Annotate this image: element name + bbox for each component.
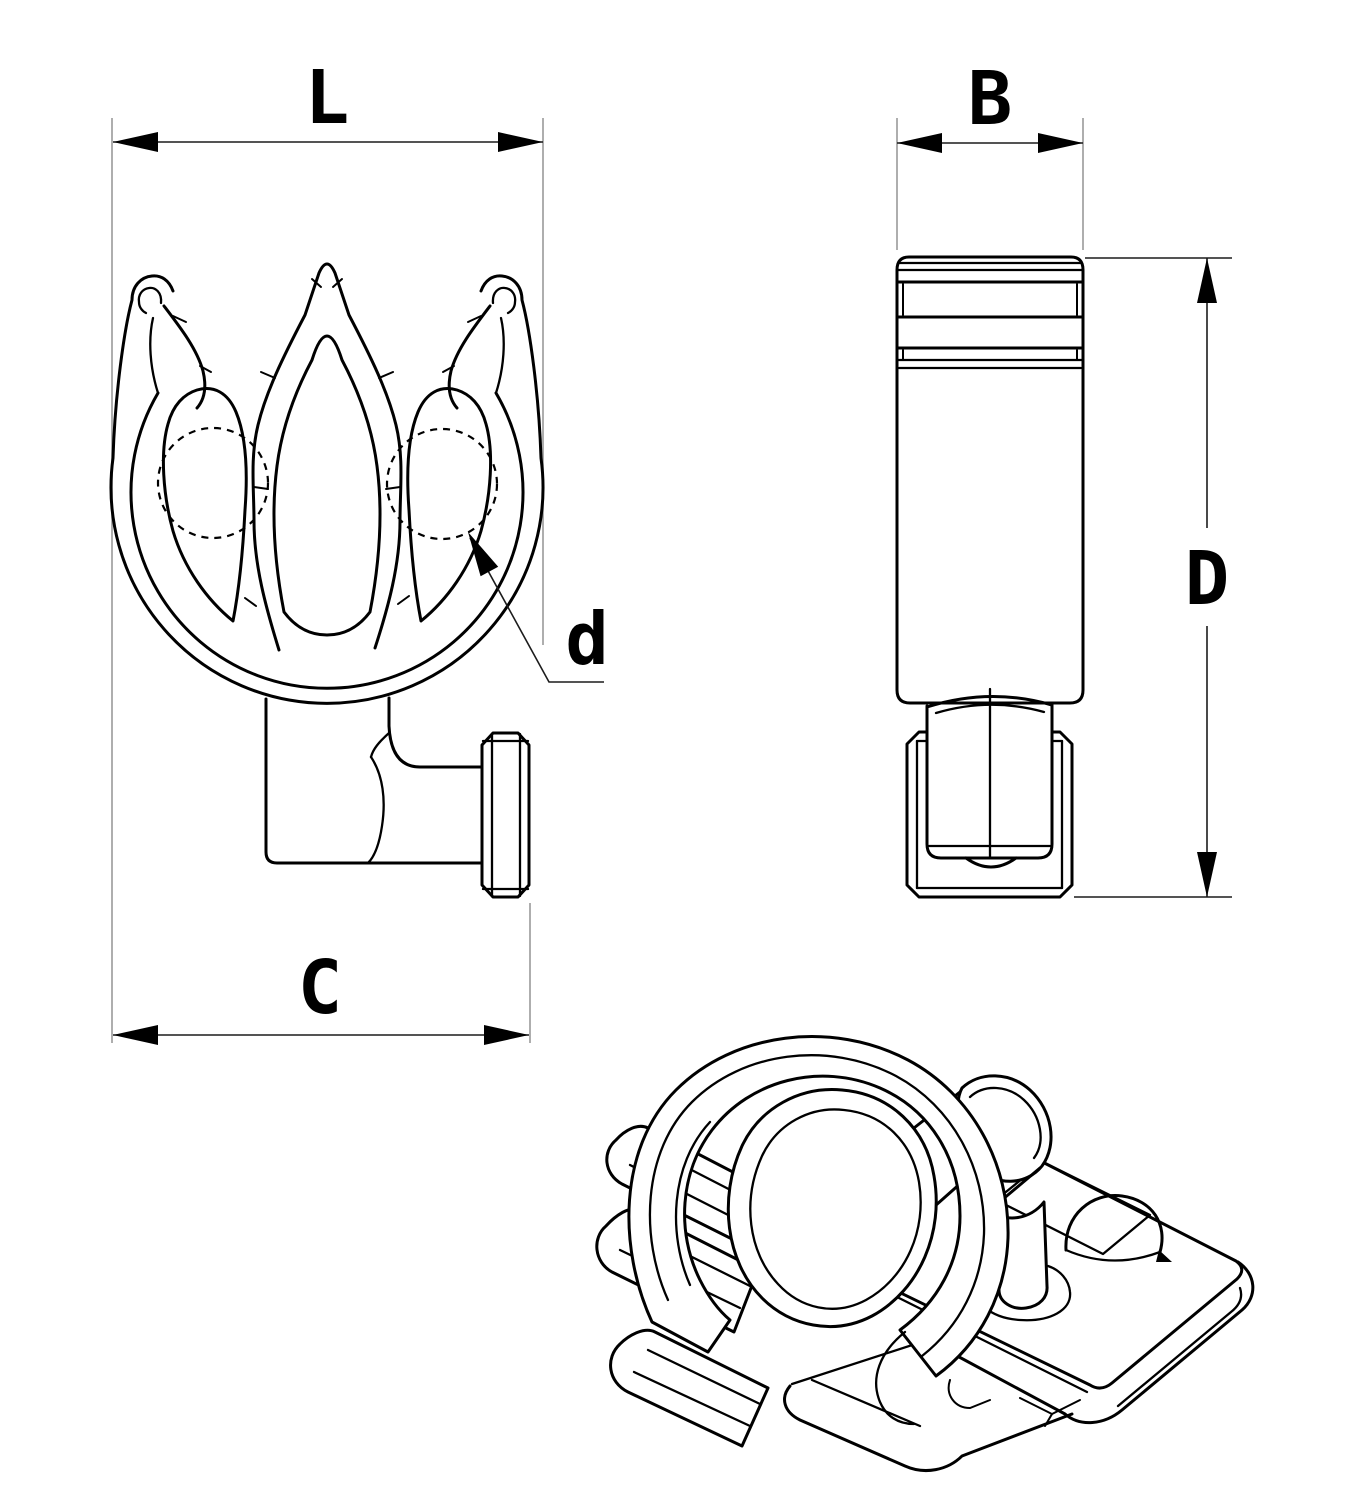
iso-loop-outer xyxy=(726,1088,938,1328)
dim-arrowhead xyxy=(113,132,158,152)
side-stem xyxy=(925,687,1054,869)
iso-base-latch-detail xyxy=(947,1379,1081,1427)
spade-outer xyxy=(251,262,403,652)
dimension-C: C xyxy=(113,903,531,1045)
isometric-view xyxy=(595,1035,1255,1473)
cable-slot-right xyxy=(406,387,493,623)
side-view: B xyxy=(895,56,1232,899)
stem-bottom-dome xyxy=(964,856,1018,869)
stem-and-flange xyxy=(264,696,531,899)
hook-cap-inner-right xyxy=(491,286,517,315)
hook-lower-edge-left xyxy=(162,304,207,410)
iso-loop-inner xyxy=(749,1108,922,1310)
flange-outer xyxy=(905,730,1074,899)
dim-arrowhead xyxy=(1197,258,1217,303)
dim-arrowhead xyxy=(498,132,543,152)
dim-arrowhead xyxy=(484,1025,529,1045)
cable-slot-left xyxy=(161,387,248,623)
elbow-inner-curve xyxy=(366,755,385,865)
stem-right-edge xyxy=(387,696,483,769)
elbow-inner-curve2 xyxy=(369,731,391,759)
iso-clip-band-surface-lines xyxy=(648,1054,986,1426)
bend-tick-marks xyxy=(172,278,482,607)
front-view: L C xyxy=(109,55,609,1045)
iso-plate-dome xyxy=(1064,1194,1172,1262)
dim-arrowhead xyxy=(113,1025,158,1045)
side-base-flange xyxy=(905,730,1074,899)
clip-outer-outline xyxy=(109,274,545,705)
dimension-L: L xyxy=(111,55,544,1043)
iso-base-right-fold xyxy=(933,1260,1255,1425)
flange-outline xyxy=(480,731,531,899)
leader-line-d xyxy=(469,537,604,683)
iso-clip-band xyxy=(627,1035,1010,1378)
iso-wing-bottom xyxy=(609,1328,770,1448)
side-body-rib-lines xyxy=(895,261,1085,370)
dimension-label-d: d xyxy=(565,597,608,681)
dim-arrowhead xyxy=(897,133,942,153)
dimension-label-D: D xyxy=(1185,536,1230,622)
hook-cap-inner-left xyxy=(137,286,163,315)
hook-inner-stub-right xyxy=(494,316,505,395)
cable-diameter-circle-right xyxy=(385,427,499,541)
iso-base-plate-thickness xyxy=(867,1281,1089,1394)
dim-arrowhead xyxy=(1197,852,1217,897)
iso-stud-cap-inner xyxy=(968,1086,1042,1160)
dimension-label-C: C xyxy=(298,945,343,1031)
iso-clip-loop xyxy=(726,1088,938,1328)
dimension-B: B xyxy=(896,56,1084,250)
hook-lower-edge-right xyxy=(447,304,492,410)
dimension-D: D xyxy=(1074,257,1232,898)
cable-diameter-circle-left xyxy=(156,426,270,540)
clip-inner-rim xyxy=(129,391,525,690)
side-body-outline xyxy=(895,255,1085,705)
dimension-label-B: B xyxy=(968,56,1013,142)
hook-inner-stub-left xyxy=(149,316,160,395)
stem-left-edge xyxy=(264,697,483,865)
dimension-d-leader: d xyxy=(468,532,609,683)
spade-inner xyxy=(272,334,382,637)
iso-dome-nick xyxy=(1156,1250,1172,1262)
dimension-label-L: L xyxy=(305,55,350,141)
dim-arrowhead xyxy=(1038,133,1083,153)
leader-arrowhead xyxy=(468,532,499,577)
